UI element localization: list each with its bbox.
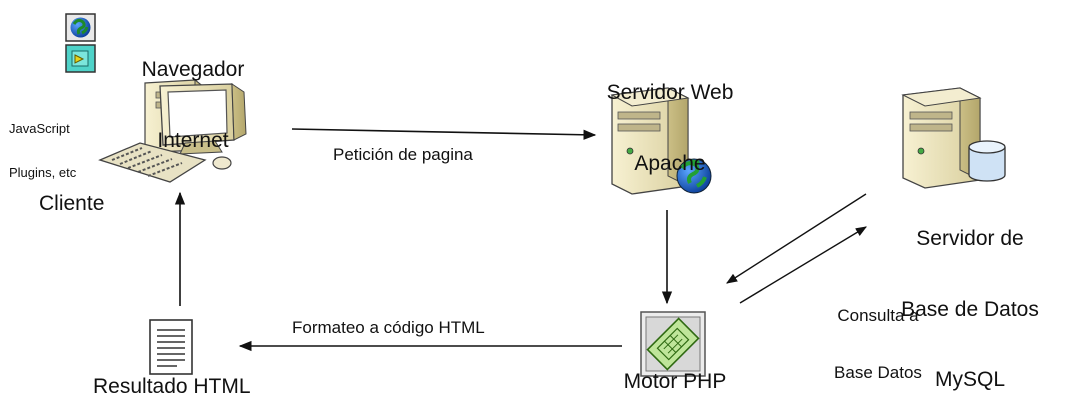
html-document-icon	[149, 319, 193, 375]
web-server-label-line2: Apache	[634, 151, 706, 175]
browser-title-line2: Internet	[157, 128, 229, 152]
format-label: Formateo a código HTML	[292, 318, 485, 337]
arrow-request	[291, 128, 597, 140]
plugins-label-line2: Plugins, etc	[9, 164, 77, 180]
query-label: Consulta a Base Datos	[808, 268, 948, 401]
db-server-label-line3: MySQL	[934, 368, 1005, 392]
client-label: Cliente	[39, 192, 105, 215]
plugins-label: JavaScript Plugins, etc	[9, 93, 119, 195]
db-server-label: Servidor de Base de Datos MySQL	[875, 180, 1065, 415]
db-server-label-line2: Base de Datos	[901, 297, 1039, 321]
arrow-db-to-php	[726, 193, 867, 284]
architecture-diagram	[65, 13, 1006, 377]
browser-title-line1: Navegador	[141, 58, 245, 82]
html-result-label: Resultado HTML	[93, 375, 251, 398]
php-engine-label: Motor PHP	[623, 370, 727, 393]
query-label-line2: Base Datos	[834, 363, 922, 383]
query-label-line1: Consulta a	[837, 306, 919, 326]
client-computer-icon	[98, 78, 247, 183]
request-label: Petición de pagina	[333, 145, 473, 164]
browser-globe-icon	[65, 13, 96, 42]
web-server-label-line1: Servidor Web	[606, 81, 734, 105]
db-server-icon	[901, 87, 1006, 189]
db-server-label-line1: Servidor de	[916, 227, 1024, 251]
php-engine-icon	[640, 311, 706, 377]
plugins-label-line1: JavaScript	[9, 121, 70, 137]
plugin-icon	[65, 44, 96, 73]
web-server-label: Servidor Web Apache	[580, 34, 760, 199]
browser-title: Navegador Internet	[128, 11, 258, 176]
arrow-php-to-db	[739, 226, 867, 304]
web-server-icon	[610, 87, 712, 195]
